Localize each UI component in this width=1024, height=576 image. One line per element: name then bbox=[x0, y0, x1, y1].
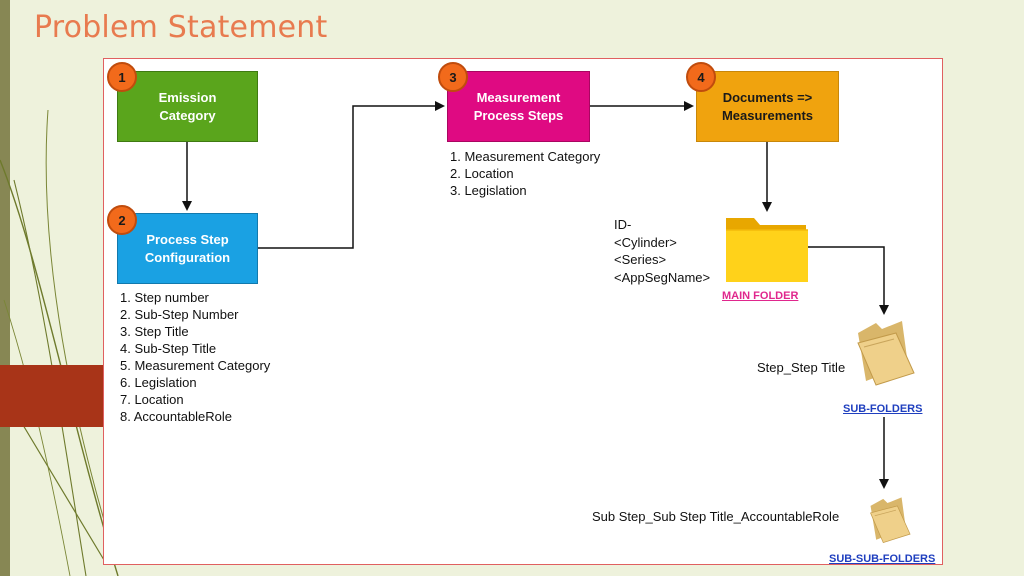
sub-sub-folder-name: Sub Step_Sub Step Title_AccountableRole bbox=[592, 509, 840, 524]
folder-open-icon bbox=[870, 497, 911, 544]
folder-name-part: <AppSegName> bbox=[614, 269, 711, 285]
list-item: 2. Location bbox=[450, 166, 514, 181]
sub-sub-folders-link[interactable]: SUB-SUB-FOLDERS bbox=[829, 553, 936, 565]
documents-measurements-box: Documents => Measurements bbox=[696, 71, 839, 142]
folder-name-part: <Series> bbox=[614, 252, 667, 267]
list-item: 1. Step number bbox=[120, 290, 209, 305]
list-item: 3. Legislation bbox=[450, 183, 527, 198]
process-step-configuration-box: Process Step Configuration bbox=[117, 213, 258, 284]
emission-category-box: Emission Category bbox=[117, 71, 258, 142]
list-item: 7. Location bbox=[120, 392, 184, 407]
folder-name-part: ID- bbox=[614, 217, 632, 232]
list-item: 1. Measurement Category bbox=[450, 149, 601, 164]
slide-title: Problem Statement bbox=[34, 10, 328, 45]
folder-icon bbox=[726, 218, 808, 282]
accent-bar bbox=[0, 365, 104, 427]
diagram-frame bbox=[103, 58, 943, 565]
process-step-field-list: 1. Step number 2. Sub-Step Number 3. Ste… bbox=[120, 289, 270, 425]
list-item: 5. Measurement Category bbox=[120, 358, 271, 373]
list-item: 6. Legislation bbox=[120, 375, 197, 390]
folder-name-part: <Cylinder> bbox=[614, 234, 677, 250]
main-folder-link[interactable]: MAIN FOLDER bbox=[722, 290, 799, 302]
step-badge-4: 4 bbox=[686, 62, 716, 92]
sub-folder-name: Step_Step Title bbox=[757, 360, 846, 375]
step-badge-3: 3 bbox=[438, 62, 468, 92]
list-item: 8. AccountableRole bbox=[120, 409, 233, 424]
main-folder-name: ID- <Cylinder> <Series> <AppSegName> bbox=[614, 216, 710, 286]
list-item: 3. Step Title bbox=[120, 324, 189, 339]
measurement-process-steps-box: Measurement Process Steps bbox=[447, 71, 590, 142]
measurement-field-list: 1. Measurement Category 2. Location 3. L… bbox=[450, 148, 600, 199]
sub-folders-link[interactable]: SUB-FOLDERS bbox=[843, 403, 923, 415]
step-badge-2: 2 bbox=[107, 205, 137, 235]
step-badge-1: 1 bbox=[107, 62, 137, 92]
list-item: 2. Sub-Step Number bbox=[120, 307, 239, 322]
folder-open-icon bbox=[857, 321, 915, 386]
list-item: 4. Sub-Step Title bbox=[120, 341, 217, 356]
